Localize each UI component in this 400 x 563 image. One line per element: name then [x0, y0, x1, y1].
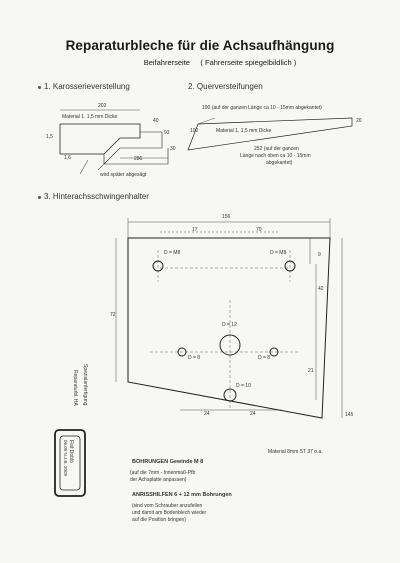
- bullet-icon: [38, 86, 41, 89]
- anriss-note-2: und damit am Bodenblech wieder: [132, 510, 207, 516]
- anriss-title: ANRISSHILFEN 6 + 12 mm Bohrungen: [132, 492, 232, 498]
- hole-d8-left-label: D = 8: [188, 355, 201, 361]
- bohrungen-note-2: der Achsplatte anpassen): [130, 477, 187, 483]
- margin-vertical-1: Reparaturbl. HA: [72, 370, 78, 406]
- section1-heading: 1. Karosserieverstellung: [44, 82, 130, 91]
- margin-vertical-2: Spezialanfertigung: [82, 364, 88, 406]
- bullet-icon: [38, 196, 41, 199]
- dim-seg1: 17: [192, 227, 198, 233]
- section2-left-dim: 100: [190, 128, 199, 134]
- section2-note-bottom-2: Länge nach oben ca 10 - 15mm: [240, 153, 311, 159]
- stamp-line1: Fiat Doblò: [68, 440, 74, 463]
- hole-d8-right-label: D = 8: [258, 355, 271, 361]
- dim-right-height: 145: [345, 412, 354, 418]
- dim-bottom: 286: [134, 156, 143, 162]
- dim-bottom-left: 1,6: [64, 155, 71, 161]
- section2-note-top: 190 (auf der ganzen Länge ca 10 - 15mm a…: [202, 105, 322, 111]
- dim-bottom-seg2: 24: [250, 411, 256, 417]
- anriss-note-1: (sind vom Schrauber anzufeilen: [132, 503, 203, 509]
- hole-top-left-label: D = M8: [164, 250, 181, 256]
- page-title: Reparaturbleche für die Achsaufhängung: [65, 38, 335, 53]
- subtitle-side: Beifahrerseite: [143, 58, 190, 67]
- dim-right-top: 40: [153, 118, 159, 124]
- dim-right-bot: 30: [170, 146, 176, 152]
- dim-seg2: 70: [256, 227, 262, 233]
- hole-top-right-label: D = M8: [270, 250, 287, 256]
- section2-material: Material 1. 1,5 mm Dicke: [216, 128, 272, 134]
- section1-note: wird später abgesägt: [100, 172, 147, 178]
- subtitle-mirror-note: ( Fahrerseite spiegelbildlich ): [200, 58, 297, 67]
- dim-right-small: 9: [318, 252, 321, 258]
- dim-right-mid: 42: [318, 286, 324, 292]
- page-subtitle: Beifahrerseite ( Fahrerseite spiegelbild…: [40, 58, 400, 67]
- section3-material: Material 8mm ST 37 o.a.: [268, 449, 323, 455]
- dim-right-mid: 93: [164, 130, 170, 136]
- dim-side: 21: [308, 368, 314, 374]
- section1-material: Material 1. 1,5 mm Dicke: [62, 114, 118, 120]
- dim-left-height: 72: [110, 312, 116, 318]
- dim-bottom-seg1: 24: [204, 411, 210, 417]
- hole-d10-label: D = 10: [236, 383, 251, 389]
- bohrungen-title: BOHRUNGEN Gewinde M 8: [132, 459, 204, 465]
- section3-heading: 3. Hinterachsschwingenhalter: [44, 192, 149, 201]
- section2-heading: 2. Querversteifungen: [188, 82, 263, 91]
- section2-right-dim: 20: [356, 118, 362, 124]
- dim-top: 202: [98, 103, 107, 109]
- anriss-note-3: auf die Position bringen): [132, 517, 186, 523]
- section2-note-bottom-1: 252 (auf der ganzen: [254, 146, 299, 152]
- section2-note-bottom-3: abgekantet): [266, 160, 293, 166]
- dim-width: 156: [222, 214, 231, 220]
- hole-d12-label: D = 12: [222, 322, 237, 328]
- stamp-line2: 06.09 N.J.B. 2009: [63, 440, 68, 477]
- dim-left: 1,5: [46, 134, 53, 140]
- bohrungen-note-1: (auf die 7mm - Innenmaß-Pfb: [130, 470, 196, 476]
